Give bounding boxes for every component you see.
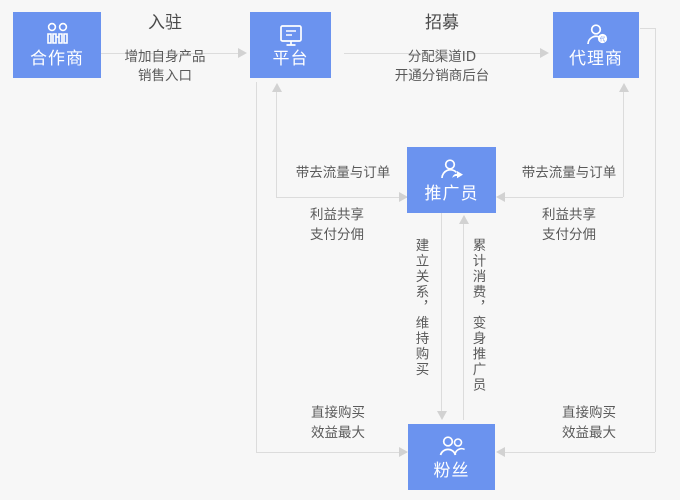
edge-partner-platform-line [92,53,238,54]
edge-label-promoter-agent-line2: 利益共享 [542,207,596,223]
edge-fans-agent-arrow-left [496,447,505,457]
node-agent[interactable]: 代 代理商 [553,12,639,78]
edge-promoter-fans-arrow-down [437,411,447,420]
edge-fans-platform-arrow-right [399,447,408,457]
node-promoter-label: 推广员 [424,183,479,204]
node-fans[interactable]: 粉丝 [408,424,495,490]
edge-label-fans-promoter: 累计消费，变身推广员 [469,238,486,393]
edge-fans-platform-h [256,452,407,453]
edge-label-platform-agent-line1: 分配渠道ID [407,49,477,65]
edge-label-partner-platform-line2: 销售入口 [138,68,192,84]
node-partner[interactable]: 合作商 [13,12,101,78]
edge-label-promoter-agent-line1: 带去流量与订单 [521,165,617,181]
edge-fans-promoter-v [463,222,464,420]
person-badge-icon: 代 [581,23,611,48]
edge-label-fans-agent-line2: 效益最大 [562,425,616,441]
edge-promoter-platform-arrow-up [272,83,282,92]
node-fans-label: 粉丝 [433,460,470,481]
node-promoter[interactable]: 推广员 [407,147,496,213]
edge-fans-agent-h [505,452,655,453]
person-share-icon [436,158,468,183]
edge-promoter-platform-h [276,197,407,198]
edge-promoter-agent-arrow-left [496,192,505,202]
edge-promoter-agent-h [505,197,623,198]
edge-fans-promoter-arrow-up [459,215,469,224]
edge-label-promoter-agent-line3: 支付分佣 [542,227,596,243]
edge-fans-agent-v [655,28,656,452]
edge-promoter-platform-v [276,90,277,197]
edge-promoter-fans-v [441,213,442,411]
edge-label-promoter-platform-line2: 利益共享 [310,207,364,223]
edge-label-promoter-fans: 建立关系，维持购买 [412,238,429,378]
edge-label-fans-platform-line2: 效益最大 [311,425,365,441]
edge-platform-agent-arrow [540,48,549,58]
edge-label-promoter-platform-line3: 支付分佣 [310,227,364,243]
edge-label-promoter-platform-line1: 带去流量与订单 [295,165,391,181]
node-platform-label: 平台 [272,48,309,69]
node-partner-label: 合作商 [30,49,84,69]
group-icon [436,435,468,460]
edge-label-platform-agent-title: 招募 [425,13,459,33]
svg-text:代: 代 [600,35,606,43]
edge-fans-agent-top-h [640,28,655,29]
node-platform[interactable]: 平台 [250,12,331,78]
edge-promoter-platform-arrow-right [399,192,408,202]
edge-label-partner-platform-line1: 增加自身产品 [124,49,206,65]
edge-promoter-agent-v [623,90,624,197]
partners-icon [42,22,72,48]
edge-partner-platform-arrow [238,48,247,58]
edge-label-fans-agent-line1: 直接购买 [562,405,616,421]
monitor-icon [277,23,305,48]
edge-label-fans-platform-line1: 直接购买 [311,405,365,421]
edge-promoter-agent-arrow-up [619,83,629,92]
edge-fans-platform-v [256,82,257,452]
edge-label-partner-platform-title: 入驻 [148,13,182,33]
node-agent-label: 代理商 [569,48,623,69]
edge-platform-agent-line [344,53,540,54]
edge-label-platform-agent-line2: 开通分销商后台 [394,68,490,84]
